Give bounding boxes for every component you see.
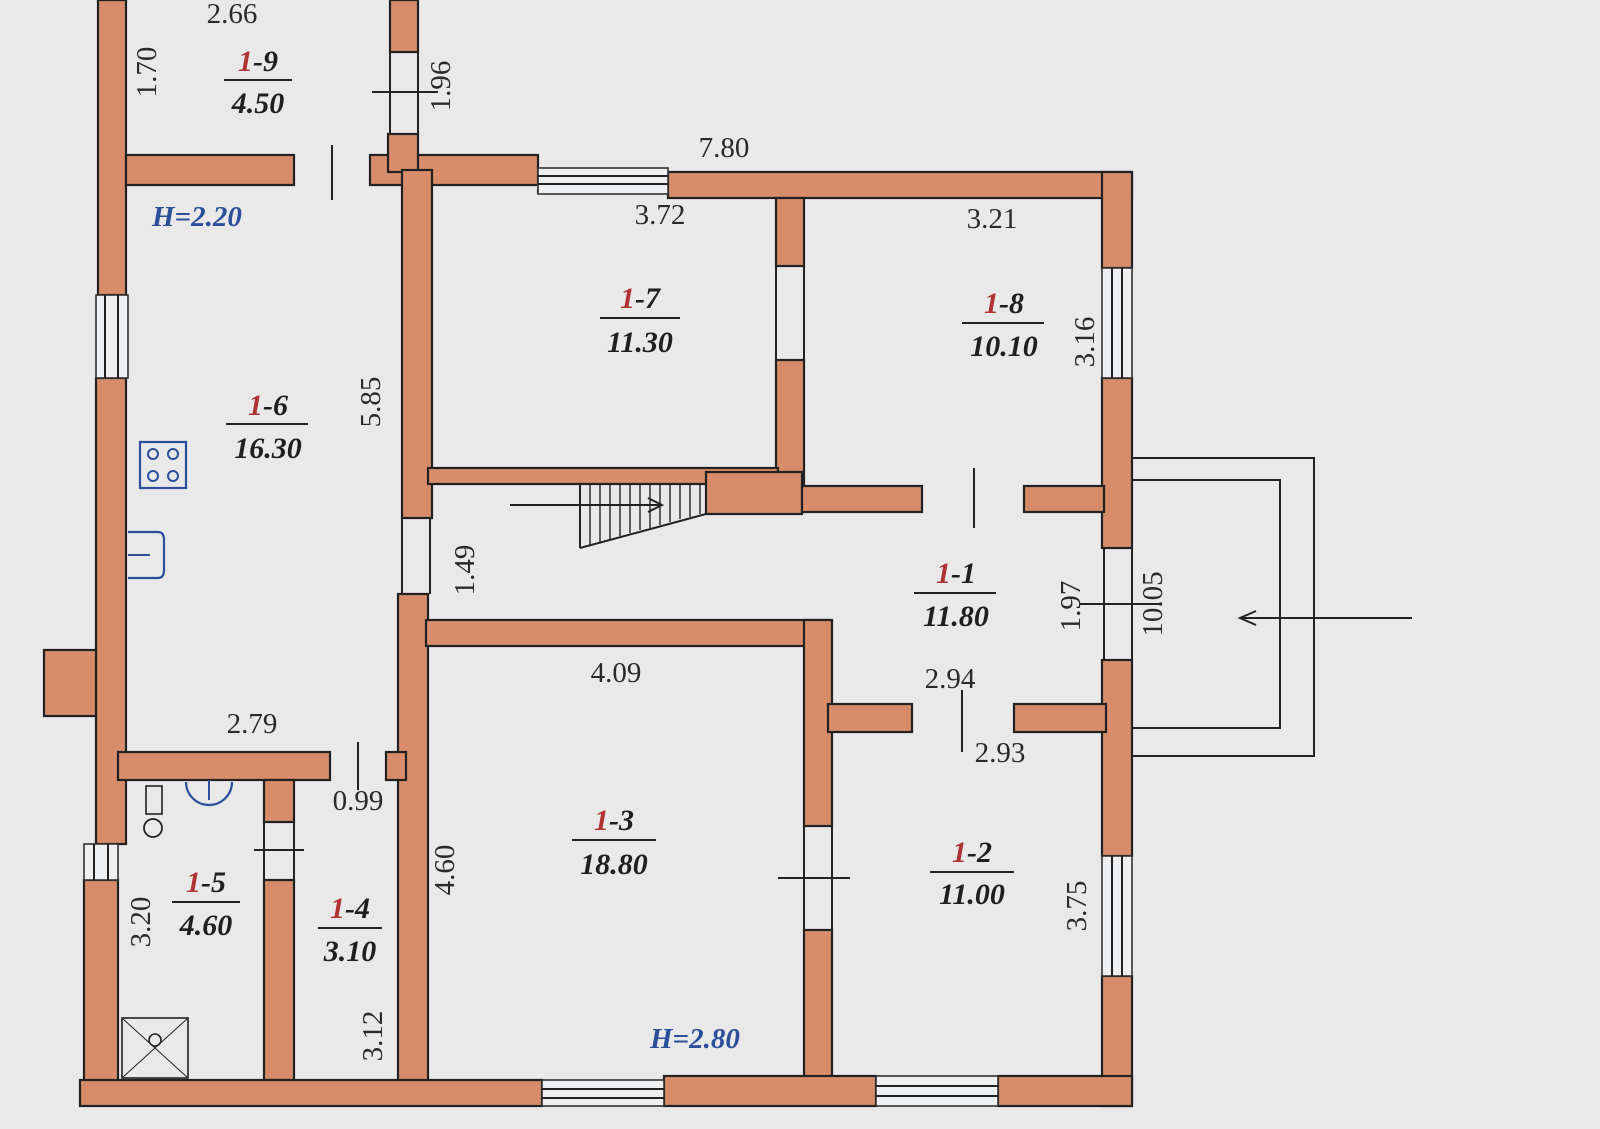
walls: [42, 0, 1134, 1108]
svg-text:1-3: 1-3: [594, 804, 634, 837]
svg-text:11.80: 11.80: [923, 600, 989, 633]
room-1-6: 1-6 16.30: [226, 389, 308, 465]
dimension-label: 1.97: [1055, 581, 1087, 632]
dimension-label: 10.05: [1137, 571, 1169, 636]
window: [83, 843, 119, 881]
room-1-9: 1-9 4.50: [224, 45, 292, 120]
wall: [774, 358, 806, 488]
wall: [662, 1074, 878, 1108]
svg-text:16.30: 16.30: [234, 432, 302, 465]
dimension-label: 1.49: [449, 545, 481, 596]
wall: [78, 1078, 544, 1108]
dimension-label: 7.80: [699, 132, 750, 164]
svg-text:1-2: 1-2: [952, 836, 992, 869]
svg-text:4.60: 4.60: [179, 909, 233, 942]
dimension-label: 4.09: [591, 657, 642, 689]
svg-text:1-6: 1-6: [248, 389, 288, 422]
wall: [1022, 484, 1106, 514]
window: [541, 1079, 665, 1107]
svg-text:1-7: 1-7: [620, 282, 661, 315]
svg-text:1-9: 1-9: [238, 45, 278, 78]
wall: [388, 0, 420, 54]
wall: [800, 484, 924, 514]
room-1-2: 1-2 11.00: [930, 836, 1014, 911]
dimension-label: 3.16: [1069, 317, 1101, 368]
wall: [996, 1074, 1134, 1108]
wall: [262, 878, 296, 1082]
svg-text:18.80: 18.80: [580, 848, 648, 881]
dimension-label: 3.21: [967, 203, 1018, 235]
wall: [82, 878, 120, 1102]
svg-text:4.50: 4.50: [231, 87, 285, 120]
boiler-icon: [184, 780, 234, 807]
svg-text:10.10: 10.10: [970, 330, 1038, 363]
svg-text:1-4: 1-4: [330, 892, 370, 925]
window: [95, 294, 129, 379]
room-1-7: 1-7 11.30: [600, 282, 680, 359]
window: [537, 167, 669, 195]
wall: [1100, 376, 1134, 550]
dimension-labels: 2.66 7.80 3.72 3.21 4.09 2.94 2.93 2.79 …: [125, 0, 1169, 1061]
dimension-label: 1.96: [425, 61, 457, 112]
windows: [83, 167, 1133, 1107]
stairs: [510, 483, 707, 549]
wall: [666, 170, 1134, 200]
wall: [116, 750, 332, 782]
ceiling-height-label: H=2.80: [649, 1023, 740, 1055]
ceiling-height-label: H=2.20: [151, 201, 242, 233]
wall: [424, 618, 832, 648]
wall: [96, 0, 128, 297]
svg-text:3.10: 3.10: [323, 935, 377, 968]
wall: [124, 153, 296, 187]
wall: [384, 750, 408, 782]
wall: [774, 196, 806, 268]
dimension-label: 4.60: [429, 845, 461, 896]
room-1-8: 1-8 10.10: [962, 287, 1044, 363]
svg-text:11.00: 11.00: [939, 878, 1005, 911]
window: [1101, 855, 1133, 977]
room-1-5: 1-5 4.60: [172, 866, 240, 942]
room-1-3: 1-3 18.80: [572, 804, 656, 881]
svg-text:1-5: 1-5: [186, 866, 226, 899]
toilet-icon: [143, 785, 163, 838]
dimension-label: 2.94: [925, 663, 976, 695]
svg-text:1-1: 1-1: [936, 557, 976, 590]
svg-text:11.30: 11.30: [607, 326, 673, 359]
wall: [1012, 702, 1108, 734]
dimension-label: 1.70: [131, 47, 163, 98]
dimension-label: 2.79: [227, 708, 278, 740]
wall: [802, 928, 834, 1082]
dimension-label: 2.66: [207, 0, 258, 30]
room-1-1: 1-1 11.80: [914, 557, 996, 633]
wall: [262, 778, 296, 824]
dimension-label: 3.72: [635, 199, 686, 231]
porch-outline: [1132, 457, 1412, 757]
dimension-label: 0.99: [333, 785, 384, 817]
wall: [704, 470, 804, 516]
dimension-label: 5.85: [355, 377, 387, 428]
dimension-label: 3.20: [125, 897, 157, 948]
wall: [826, 702, 914, 734]
doors: [254, 52, 1160, 930]
window: [1101, 267, 1133, 379]
shower-icon: [121, 1017, 189, 1079]
wall: [1100, 170, 1134, 270]
window: [875, 1075, 999, 1107]
sink-icon: [128, 530, 166, 580]
wall: [396, 592, 430, 1086]
room-labels: 1-9 4.50 1-6 16.30 1-7 11.30 1-8 10.10 1…: [172, 45, 1044, 968]
wall: [386, 132, 420, 174]
wall: [42, 648, 98, 718]
wall: [94, 376, 128, 846]
dimension-label: 2.93: [975, 737, 1026, 769]
stove-icon: [138, 440, 188, 490]
dimension-label: 3.75: [1061, 881, 1093, 932]
wall: [1100, 658, 1134, 858]
room-1-4: 1-4 3.10: [318, 892, 382, 968]
wall: [400, 168, 434, 520]
svg-text:1-8: 1-8: [984, 287, 1024, 320]
dimension-label: 3.12: [357, 1011, 389, 1062]
